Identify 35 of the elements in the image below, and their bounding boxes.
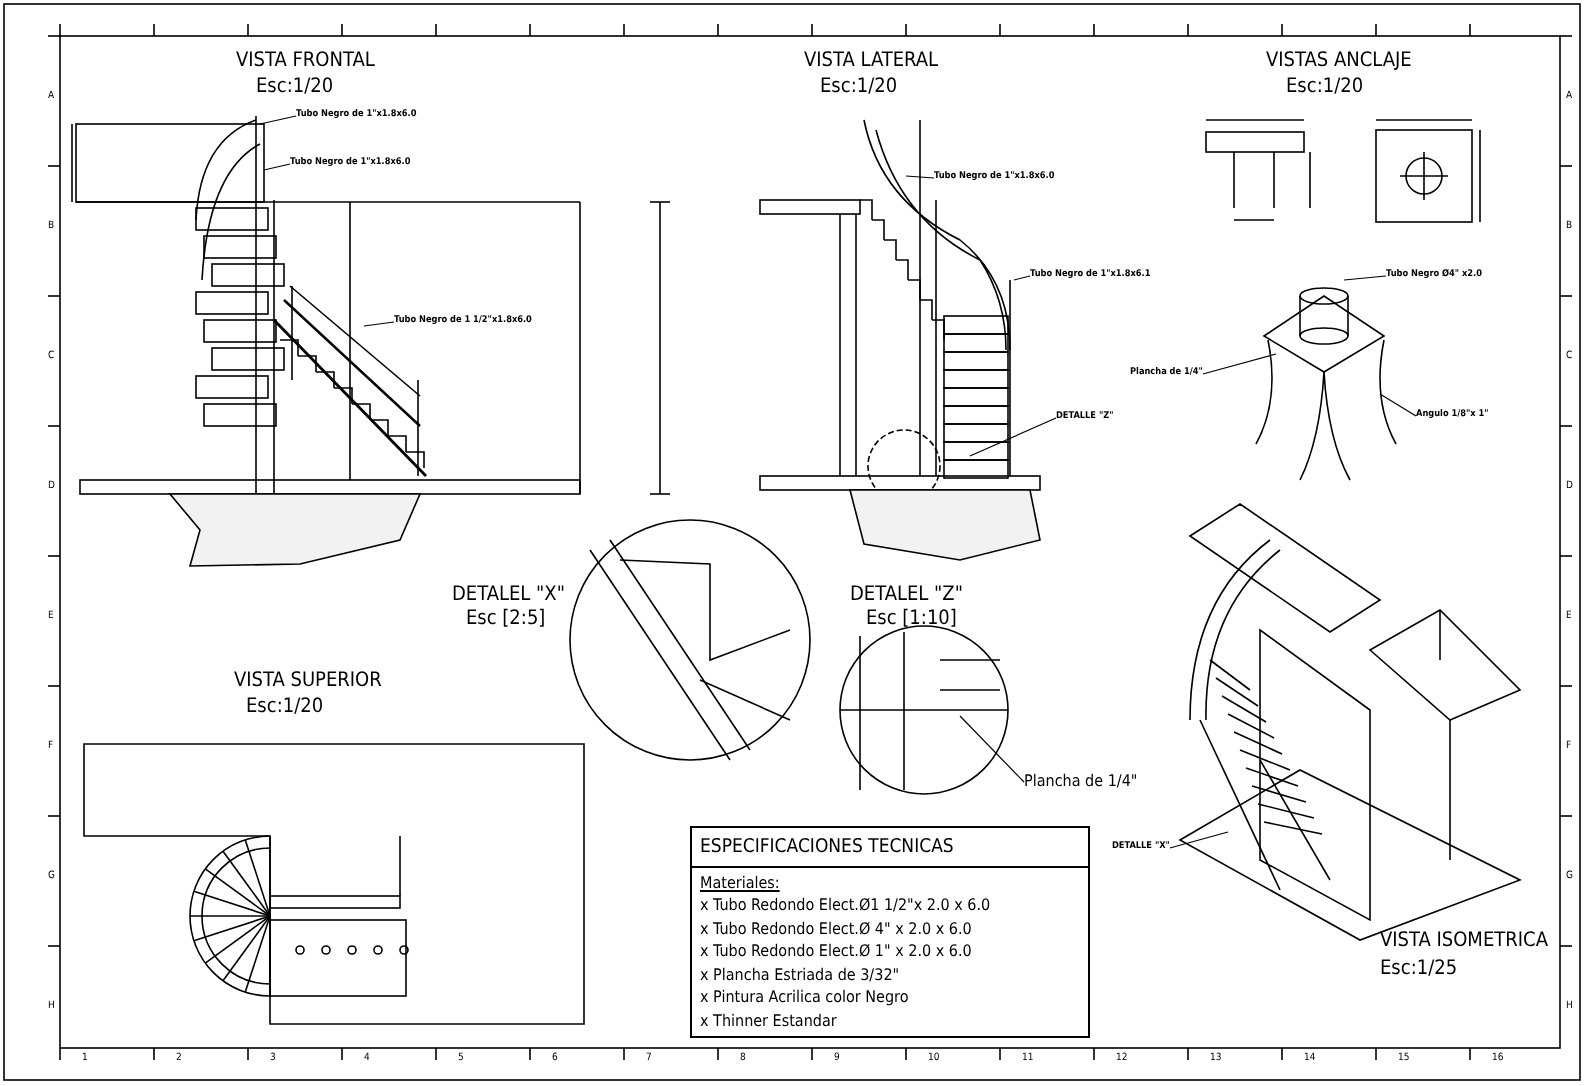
material-item: x Plancha Estriada de 3/32" — [700, 963, 902, 986]
scale-note: Esc:1/20 — [246, 696, 324, 720]
scale-note: Esc:1/20 — [820, 76, 898, 100]
list-heading: Materiales: — [700, 871, 782, 894]
scale-note: Esc [2:5] — [466, 608, 546, 632]
scale-note: Esc:1/20 — [1286, 76, 1364, 100]
scale-note: Esc [1:10] — [866, 608, 957, 632]
leader-line — [969, 417, 1057, 457]
material-item: x Thinner Estandar — [700, 1009, 839, 1032]
leader-line — [363, 321, 395, 327]
view-title: DETALEL "Z" — [850, 584, 963, 608]
leader-line — [1202, 353, 1277, 375]
leader-line — [1169, 831, 1229, 849]
callout-label: Plancha de 1/4" — [1024, 770, 1138, 794]
leader-line — [1379, 393, 1417, 417]
scale-note: Esc:1/20 — [256, 76, 334, 100]
leader-line — [1013, 275, 1031, 281]
leader-line — [959, 715, 1025, 783]
leader-line — [263, 163, 291, 171]
view-title: VISTAS ANCLAJE — [1266, 50, 1412, 74]
leader-line — [1343, 275, 1387, 281]
scale-note: Esc:1/25 — [1380, 958, 1458, 982]
material-item: x Tubo Redondo Elect.Ø 1" x 2.0 x 6.0 — [700, 940, 974, 963]
leader-line — [905, 175, 935, 179]
view-title: VISTA ISOMETRICA — [1380, 930, 1548, 954]
view-title: VISTA LATERAL — [804, 50, 939, 74]
material-item: x Pintura Acrilica color Negro — [700, 986, 911, 1009]
view-title: DETALEL "X" — [452, 584, 565, 608]
view-title: VISTA FRONTAL — [236, 50, 375, 74]
material-item: x Tubo Redondo Elect.Ø1 1/2"x 2.0 x 6.0 — [700, 894, 993, 917]
specifications-panel — [690, 826, 1090, 1038]
view-title: VISTA SUPERIOR — [234, 670, 382, 694]
panel-heading: ESPECIFICACIONES TECNICAS — [692, 832, 1088, 867]
material-item: x Tubo Redondo Elect.Ø 4" x 2.0 x 6.0 — [700, 917, 974, 940]
leader-line — [259, 115, 297, 125]
